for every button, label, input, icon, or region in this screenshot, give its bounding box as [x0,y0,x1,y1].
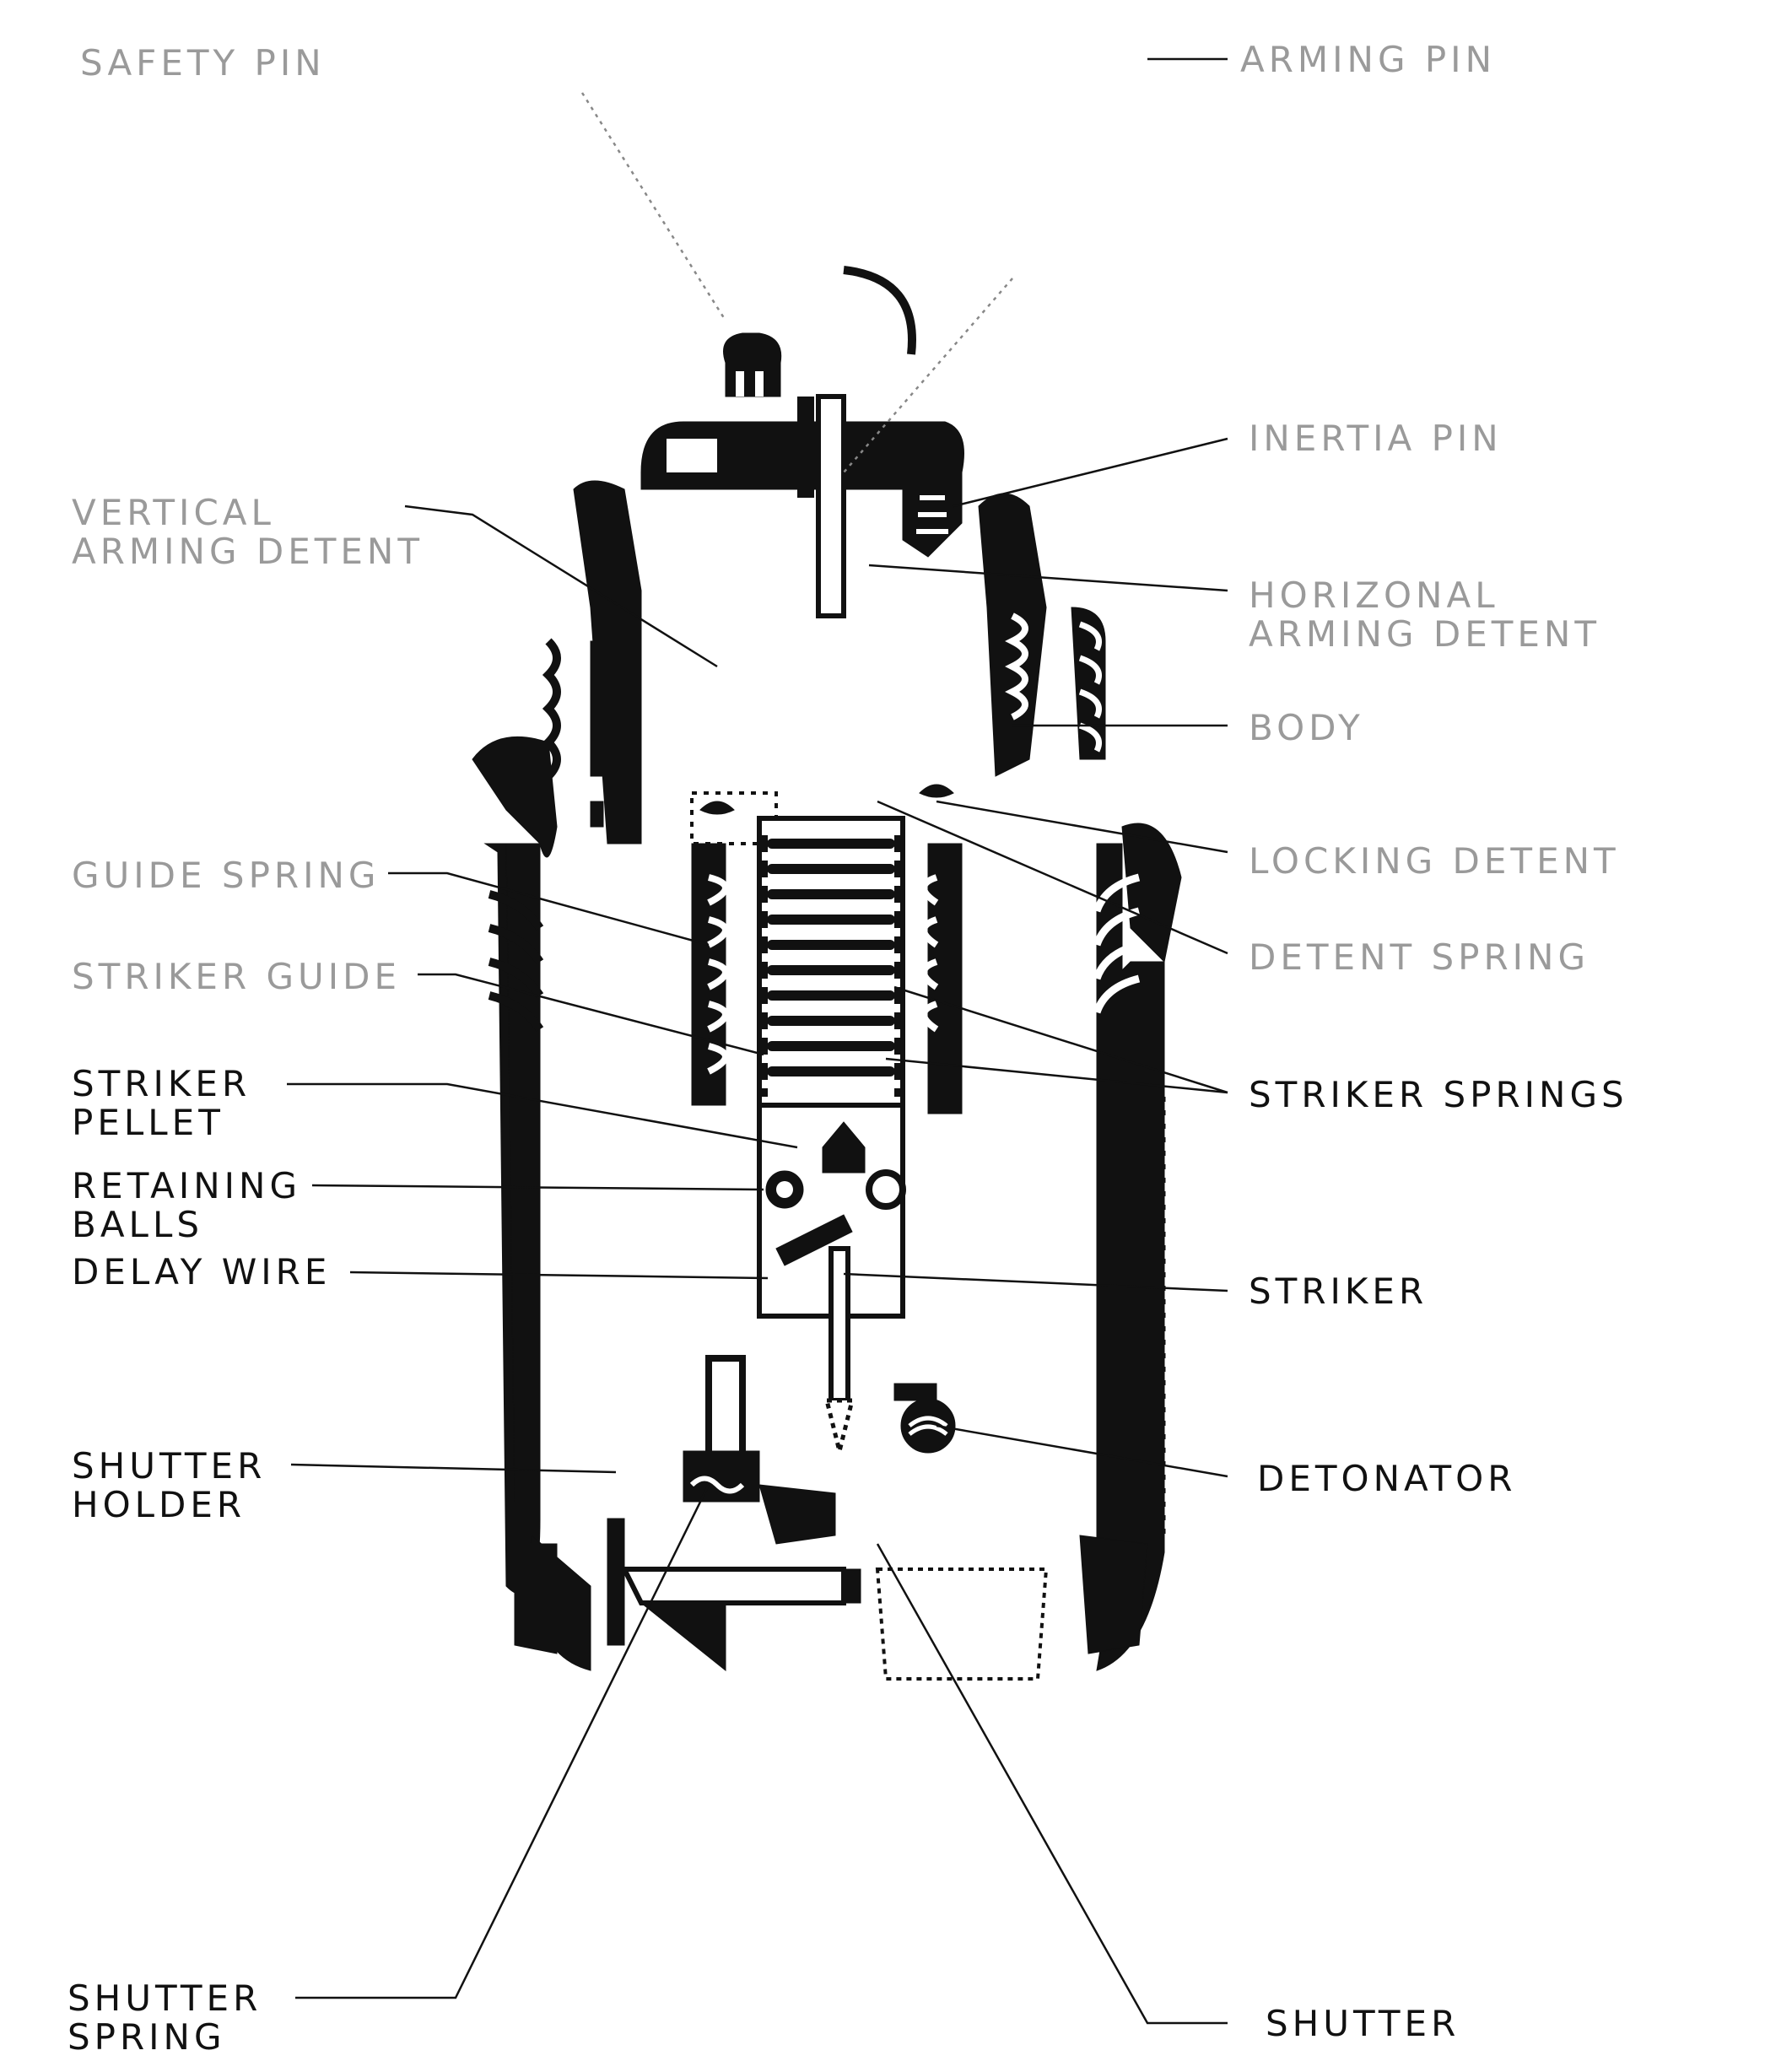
label-striker-guide: STRIKER GUIDE [72,956,402,997]
striker-assembly [757,1103,906,1452]
label-vertical-arming-detent: VERTICAL ARMING DETENT [72,494,424,571]
leader-detonator [936,1424,1228,1478]
label-locking-detent: LOCKING DETENT [1249,840,1620,882]
label-striker-pellet-line1: STRIKER [72,1063,251,1104]
leader-guide-spring [388,871,710,947]
label-striker: STRIKER [1249,1271,1428,1312]
label-striker-pellet: STRIKER PELLET [72,1065,251,1142]
label-shutter-holder-line1: SHUTTER [72,1445,267,1487]
label-shutter-spring-line1: SHUTTER [67,1978,262,2019]
label-vertical-arming-detent-line2: ARMING DETENT [72,531,424,572]
leader-inertia-pin [953,437,1228,508]
label-horizontal-arming-detent-line2: ARMING DETENT [1249,613,1600,655]
label-body: BODY [1249,707,1364,748]
label-shutter-spring: SHUTTER SPRING [67,1979,262,2057]
label-retaining-balls-line1: RETAINING [72,1165,302,1206]
leader-striker [843,1272,1228,1292]
label-shutter: SHUTTER [1266,2003,1460,2044]
outer-shell-right [978,493,1182,1671]
leader-arming-pin [843,278,1013,473]
inner-housing [690,784,963,1114]
label-delay-wire: DELAY WIRE [72,1251,332,1292]
leader-horizontal-arming-detent [868,564,1228,592]
label-shutter-holder: SHUTTER HOLDER [72,1447,266,1524]
leader-striker-springs-b [885,1057,1228,1094]
leader-striker-pellet [287,1082,798,1149]
leader-vertical-arming-detent [404,505,718,668]
leader-shutter-holder [290,1463,617,1474]
label-horizontal-arming-detent-line1: HORIZONAL [1249,575,1499,616]
label-safety-pin: SAFETY PIN [80,42,326,84]
label-striker-pellet-line2: PELLET [72,1102,224,1143]
fuze-body [472,266,1182,1681]
leader-safety-pin [580,92,727,321]
leader-striker-springs-a [893,985,1228,1094]
label-inertia-pin: INERTIA PIN [1249,418,1503,459]
label-guide-spring: GUIDE SPRING [72,855,381,896]
leader-detent-spring [877,800,1228,955]
leader-striker-guide [418,973,764,1056]
outer-shell-left [472,480,642,1671]
label-shutter-holder-line2: HOLDER [72,1484,246,1525]
shutter-assembly [607,1355,1049,1681]
leader-locking-detent [936,800,1228,854]
leader-shutter [876,1543,1228,2025]
label-vertical-arming-detent-line1: VERTICAL [72,492,275,533]
label-arming-pin: ARMING PIN [1240,39,1496,80]
label-retaining-balls-line2: BALLS [72,1204,204,1245]
label-detonator: DETONATOR [1257,1458,1517,1499]
label-detent-spring: DETENT SPRING [1249,936,1590,978]
label-retaining-balls: RETAINING BALLS [72,1167,301,1244]
label-striker-springs: STRIKER SPRINGS [1249,1074,1628,1115]
top-cap [640,266,964,618]
label-horizontal-arming-detent: HORIZONAL ARMING DETENT [1249,576,1600,654]
leader-retaining-balls [311,1184,764,1191]
leader-shutter-spring [295,1484,710,1999]
striker-spring-stack [757,816,905,1108]
label-shutter-spring-line2: SPRING [67,2016,226,2058]
leader-delay-wire [349,1271,769,1280]
leader-lines [287,57,1228,2025]
